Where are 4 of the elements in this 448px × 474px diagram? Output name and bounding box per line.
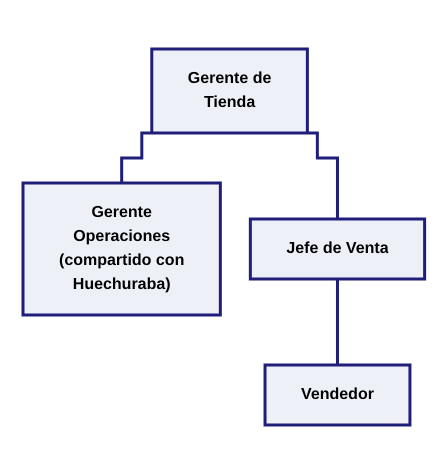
node-box: Gerente de Tienda (150, 48, 310, 134)
node-box: Jefe de Venta (249, 218, 426, 280)
node-box: Vendedor (264, 364, 412, 426)
node-box: Gerente Operaciones (compartido con Huechuraba) (22, 182, 222, 316)
